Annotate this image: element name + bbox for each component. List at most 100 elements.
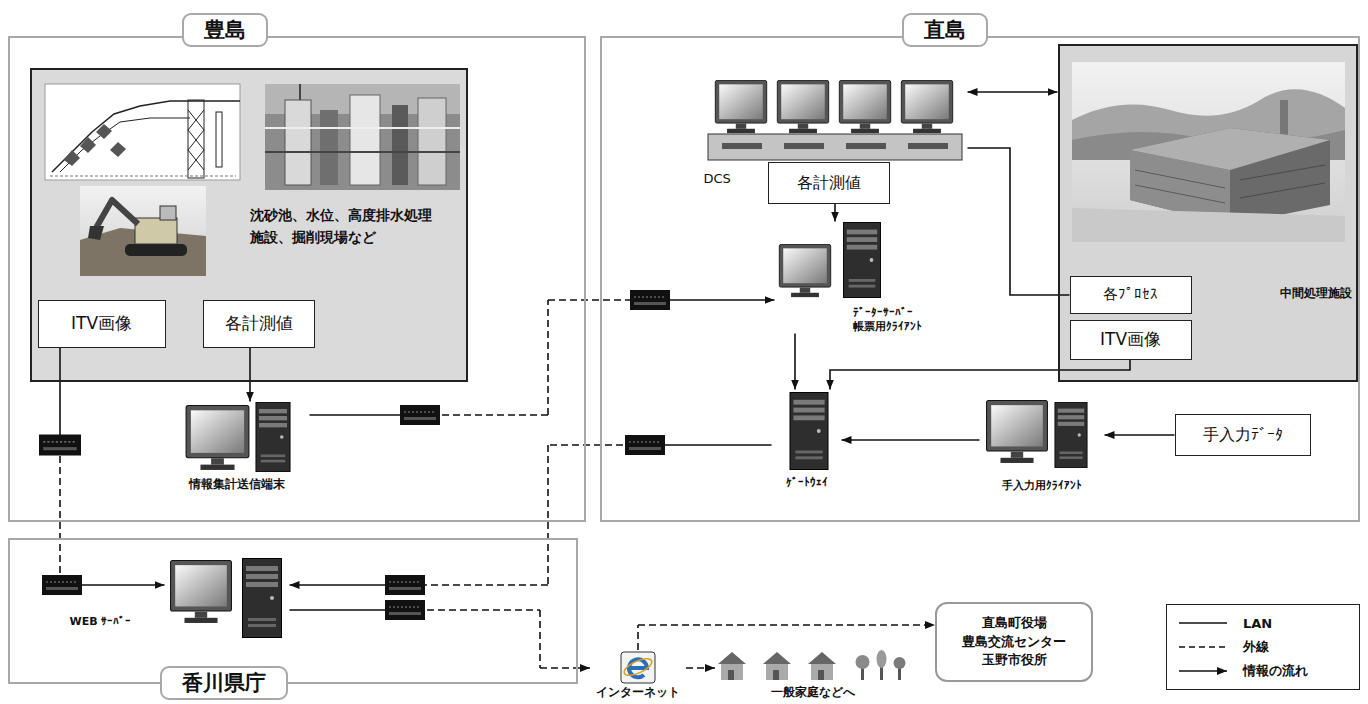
excavation-photo <box>135 218 177 244</box>
excavation-photo <box>160 206 176 220</box>
modem-symbol <box>385 575 425 595</box>
node-label: WEB ｻｰﾊﾞｰ <box>70 615 132 629</box>
dcs-monitors <box>722 143 762 149</box>
cross-section-sketch <box>60 118 190 172</box>
cross-section-sketch <box>216 112 222 167</box>
internet-icon <box>621 652 655 683</box>
cross-section-sketch <box>188 110 204 130</box>
network-line <box>290 610 591 668</box>
plant-photo <box>320 110 338 185</box>
network-line <box>638 625 935 650</box>
cross-section-sketch <box>188 130 204 150</box>
houses-icon <box>763 652 791 664</box>
network-line <box>968 91 1058 93</box>
data-box: 各ﾌﾟﾛｾｽ <box>1070 276 1192 314</box>
houses-icon <box>877 650 887 668</box>
network-line <box>1105 434 1175 436</box>
network-line <box>794 334 796 390</box>
client-computer: 手入力用ｸﾗｲｱﾝﾄ <box>980 398 1105 493</box>
network-line <box>830 360 1130 390</box>
network-line <box>968 148 1070 295</box>
facility-panel: 中間処理施設各ﾌﾟﾛｾｽITV画像 <box>1058 44 1358 382</box>
computer-icon <box>186 406 249 470</box>
excavation-photo <box>80 186 206 276</box>
houses-icon <box>894 657 906 669</box>
houses-icon <box>856 655 870 669</box>
facility-photo <box>1130 128 1330 170</box>
node-label: 各計測値 <box>797 173 861 193</box>
dcs-monitors <box>839 80 890 133</box>
node-label: ITV画像 <box>71 313 132 334</box>
computer-icon <box>843 222 880 297</box>
panel-fill <box>31 69 467 381</box>
houses-icon <box>721 664 743 680</box>
cross-section-sketch <box>64 150 80 166</box>
excavation-photo <box>80 186 206 276</box>
houses-icon <box>728 670 734 680</box>
computer-icon <box>1055 402 1087 467</box>
cross-section-sketch <box>188 150 204 170</box>
houses-icon <box>766 664 788 680</box>
network-line <box>290 445 772 585</box>
network-line <box>60 348 165 586</box>
dcs-monitors <box>846 143 886 149</box>
network-line <box>834 204 836 222</box>
legend-label: 情報の流れ <box>1243 662 1308 680</box>
facility-photo <box>1240 183 1325 198</box>
plant-photo <box>265 84 460 190</box>
excavation-photo <box>96 200 138 228</box>
dcs-monitors <box>908 143 948 149</box>
legend-sample <box>1177 616 1229 630</box>
cross-section-sketch <box>188 130 204 150</box>
modem-symbol <box>39 435 81 456</box>
facility-photo <box>1240 165 1325 180</box>
legend-sample <box>1179 646 1227 648</box>
legend-row: 情報の流れ <box>1177 660 1349 682</box>
cross-section-sketch <box>188 100 204 178</box>
node-label: ITV画像 <box>1100 329 1161 350</box>
dcs-monitors <box>777 80 828 133</box>
plant-photo <box>350 95 380 185</box>
facility-photo <box>1130 128 1330 225</box>
houses-icon <box>718 650 906 680</box>
houses-icon <box>898 668 901 680</box>
computer-icon <box>243 559 282 638</box>
node-label: インターネット <box>596 685 680 700</box>
modem-symbol <box>42 575 82 595</box>
data-box: 各計測値 <box>203 300 315 348</box>
node-label: 手入力ﾃﾞｰﾀ <box>1203 425 1283 445</box>
panel-fill <box>1059 45 1357 381</box>
facility-photo <box>1280 100 1288 140</box>
internet-node: インターネット <box>590 650 686 700</box>
gateway-computer: ｹﾞｰﾄｳｪｲ <box>772 390 842 490</box>
plant-photo <box>285 100 311 185</box>
houses-icon <box>880 666 883 680</box>
facility-photo <box>1072 62 1345 242</box>
cross-section-sketch <box>188 150 204 170</box>
plant-photo <box>265 151 460 153</box>
legend-row: 外線 <box>1177 636 1349 658</box>
internet-icon <box>621 652 655 683</box>
office-box: 直島町役場 豊島交流センター 玉野市役所 <box>935 602 1093 682</box>
cross-section-sketch <box>96 124 112 139</box>
node-label: ﾃﾞｰﾀｰｻｰﾊﾞｰ 帳票用ｸﾗｲｱﾝﾄ <box>853 306 925 334</box>
houses-icon <box>818 670 824 680</box>
plant-photo <box>265 84 460 190</box>
network-line <box>249 348 251 402</box>
cross-section-sketch <box>52 101 240 172</box>
network-line <box>310 300 775 415</box>
server-computer: ﾃﾞｰﾀｰｻｰﾊﾞｰ 帳票用ｸﾗｲｱﾝﾄ <box>775 222 940 334</box>
region-title: 直島 <box>902 13 988 47</box>
site-region: 豊島沈砂池、水位、高度排水処理 施設、掘削現場などITV画像各計測値情報集計送信… <box>8 36 586 522</box>
cross-section-sketch <box>80 137 96 153</box>
dcs-monitors <box>715 80 766 133</box>
node-label: 各計測値 <box>225 313 293 334</box>
web-server: WEB ｻｰﾊﾞｰ <box>165 555 290 645</box>
node-label: 一般家庭などへ <box>771 685 855 700</box>
data-box: ITV画像 <box>38 300 166 348</box>
facility-photo <box>1135 185 1225 203</box>
houses-icon <box>861 668 864 680</box>
houses-icon <box>811 664 833 680</box>
